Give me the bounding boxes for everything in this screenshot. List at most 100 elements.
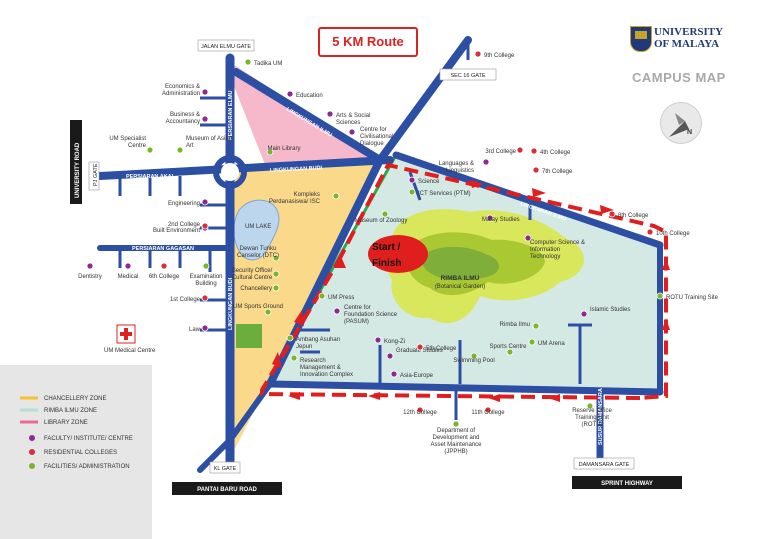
place-marker-icon <box>146 146 154 154</box>
road-persiaran-bernas: PERSIARAN BERNAS <box>466 68 472 125</box>
legend-chancellery: CHANCELLERY ZONE <box>44 396 106 402</box>
road-lingkungan-budi: LINGKUNGAN BUDI <box>270 165 323 174</box>
um-lake <box>233 199 280 261</box>
place-label: Medical <box>118 274 139 280</box>
place-marker-icon <box>586 402 594 410</box>
um-lake-label: UM LAKE <box>245 224 271 230</box>
place-label: 7th College <box>542 169 573 175</box>
place-marker-icon <box>86 262 94 270</box>
university-road-label: UNIVERSITY ROAD <box>75 142 81 198</box>
place-label: UM Arena <box>538 341 565 347</box>
place-label: Security Office/Cultural Centre <box>232 268 273 281</box>
place-label: Museum of Zoology <box>355 218 408 224</box>
botanical-label: (Botanical Garden) <box>435 284 485 290</box>
place-marker-icon <box>160 262 168 270</box>
legend-facilities-icon <box>29 463 35 469</box>
start-label: Start / <box>372 242 401 253</box>
brand-line1: UNIVERSITY <box>654 26 724 38</box>
place-label: Law <box>189 327 201 333</box>
place-marker-icon <box>290 354 298 362</box>
place-label: 8th College <box>618 213 649 219</box>
place-label: 4th College <box>540 150 571 156</box>
place-marker-icon <box>524 234 532 242</box>
route-arrows <box>272 180 670 402</box>
legend-facilities: FACILITIES/ ADMINISTRATION <box>44 464 130 470</box>
place-marker-icon <box>348 128 356 136</box>
legend-faculty: FACULTY/ INSTITUTE/ CENTRE <box>44 436 133 442</box>
road-lingkungan-budi-vertical: LINGKUNGAN BUDI <box>228 277 234 330</box>
place-label: Malay Studies <box>482 217 520 223</box>
place-marker-icon <box>333 307 341 315</box>
legend-faculty-icon <box>29 435 35 441</box>
place-marker-icon <box>176 146 184 154</box>
legend-residential: RESIDENTIAL COLLEGES <box>44 450 117 456</box>
crest-icon <box>630 26 652 52</box>
legend-residential-icon <box>29 449 35 455</box>
place-label: ROTU Training Site <box>666 295 719 301</box>
place-marker-icon <box>580 310 588 318</box>
jalan-elmu-gate: JALAN ELMU GATE <box>201 44 251 50</box>
sec16-gate: SEC 16 GATE <box>450 73 485 79</box>
place-label: 12th College <box>403 410 437 416</box>
place-marker-icon <box>528 338 536 346</box>
place-marker-icon <box>124 262 132 270</box>
sprint-highway-label: SPRINT HIGHWAY <box>601 481 653 487</box>
legend-panel <box>0 365 152 539</box>
damansara-gate: DAMANSARA GATE <box>579 462 630 468</box>
place-label: Asia-Europe <box>400 373 434 379</box>
place-marker-icon <box>532 322 540 330</box>
place-marker-icon <box>482 158 490 166</box>
place-label: Swimming Pool <box>453 358 494 364</box>
place-label: 6th College <box>149 274 180 280</box>
place-marker-icon <box>408 176 416 184</box>
kl-gate: KL GATE <box>214 466 237 472</box>
route-title: 5 KM Route <box>318 27 418 57</box>
place-label: Science <box>418 179 440 185</box>
place-marker-icon <box>272 284 280 292</box>
place-label: Sports Centre <box>489 344 527 350</box>
place-label: Economics &Administration <box>162 84 200 97</box>
place-label: Graduate Studies <box>396 348 443 354</box>
place-label: 11th College <box>471 410 505 416</box>
place-marker-icon <box>516 146 524 154</box>
place-marker-icon <box>416 343 424 351</box>
finish-label: Finish <box>372 258 401 269</box>
campus-map-title: CAMPUS MAP <box>632 70 726 85</box>
place-marker-icon <box>318 292 326 300</box>
route-path <box>260 162 668 400</box>
start-finish-marker <box>368 235 428 273</box>
place-marker-icon <box>608 210 616 218</box>
place-label: Built Environment <box>153 228 200 234</box>
place-label: Engineering <box>168 201 200 207</box>
place-marker-icon <box>386 352 394 360</box>
place-marker-icon <box>272 254 280 262</box>
place-marker-icon <box>201 222 209 230</box>
place-label: Main Library <box>267 146 300 152</box>
place-marker-icon <box>390 370 398 378</box>
place-label: 5th College <box>426 346 457 352</box>
place-marker-icon <box>486 214 494 222</box>
roundabout <box>213 155 247 189</box>
place-marker-icon <box>474 50 482 58</box>
place-marker-icon <box>532 166 540 174</box>
brand-line2: OF MALAYA <box>654 38 720 50</box>
place-label: Rimba Ilmu <box>500 322 530 328</box>
place-marker-icon <box>266 148 274 156</box>
place-label: UM Sports Ground <box>233 304 283 310</box>
place-marker-icon <box>202 262 210 270</box>
place-label: Chancellery <box>240 286 272 292</box>
place-marker-icon <box>470 352 478 360</box>
place-label: Languages &Linguistics <box>439 161 474 174</box>
place-label: 10th College <box>656 231 690 237</box>
